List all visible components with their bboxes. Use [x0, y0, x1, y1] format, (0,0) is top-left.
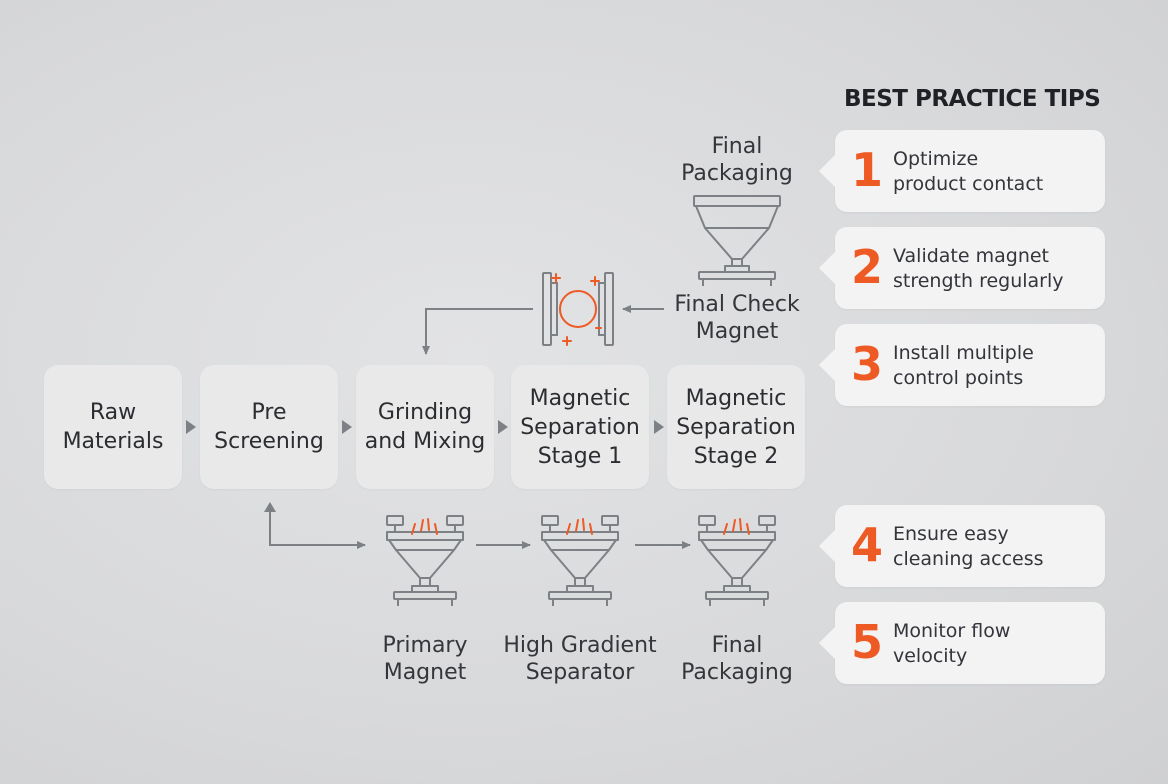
stage-magnetic-separation-2: Magnetic Separation Stage 2 — [667, 365, 805, 489]
tip-text: Optimize product contact — [893, 148, 1044, 195]
high-gradient-separator-icon — [541, 515, 619, 607]
tips-title: BEST PRACTICE TIPS — [844, 86, 1101, 112]
primary-magnet-label: Primary Magnet — [382, 633, 468, 685]
feed-line-up-arrow — [264, 502, 276, 512]
stage-arrow-4 — [654, 420, 664, 434]
stage-label: Magnetic Separation Stage 1 — [520, 385, 640, 469]
tip-text: Ensure easy cleaning access — [893, 523, 1044, 570]
high-gradient-separator-label: High Gradient Separator — [503, 633, 657, 685]
stage-label: Magnetic Separation Stage 2 — [676, 385, 796, 469]
tip-number: 5 — [851, 615, 884, 669]
final-packaging-hopper-top-icon — [693, 195, 781, 287]
stage-arrow-2 — [342, 420, 352, 434]
tip-number: 3 — [851, 337, 884, 391]
final-packaging-top-label: Final Packaging — [681, 134, 793, 186]
primary-magnet-icon — [386, 515, 464, 607]
final-packaging-bottom-icon — [698, 515, 776, 607]
tip-number: 4 — [851, 518, 884, 572]
tip-text: Install multiple control points — [893, 342, 1034, 389]
final-check-magnet-label: Final Check Magnet — [674, 292, 800, 344]
stage-arrow-1 — [186, 420, 196, 434]
stage-arrow-3 — [498, 420, 508, 434]
final-check-magnet-icon — [542, 272, 614, 346]
tip-card-3: 3 Install multiple control points — [819, 324, 1105, 406]
stage-raw-materials: Raw Materials — [44, 365, 182, 489]
return-line-to-grinding — [422, 308, 533, 355]
feed-line-to-primary-magnet — [269, 505, 366, 549]
stage-label: Grinding and Mixing — [364, 400, 486, 454]
final-packaging-bottom-label: Final Packaging — [681, 633, 793, 685]
tip-number: 2 — [851, 240, 884, 294]
tip-card-2: 2 Validate magnet strength regularly — [819, 227, 1105, 309]
tip-card-4: 4 Ensure easy cleaning access — [819, 505, 1105, 587]
stage-magnetic-separation-1: Magnetic Separation Stage 1 — [511, 365, 649, 489]
tip-text: Validate magnet strength regularly — [893, 245, 1064, 292]
tip-card-5: 5 Monitor flow velocity — [819, 602, 1105, 684]
stage-label: Pre Screening — [214, 400, 324, 454]
tip-number: 1 — [851, 143, 884, 197]
tip-text: Monitor flow velocity — [893, 620, 1011, 667]
stage-label: Raw Materials — [62, 400, 164, 454]
stage-pre-screening: Pre Screening — [200, 365, 338, 489]
stage-connectors — [186, 420, 664, 434]
tip-card-1: 1 Optimize product contact — [819, 130, 1105, 212]
stage-grinding-and-mixing: Grinding and Mixing — [356, 365, 494, 489]
